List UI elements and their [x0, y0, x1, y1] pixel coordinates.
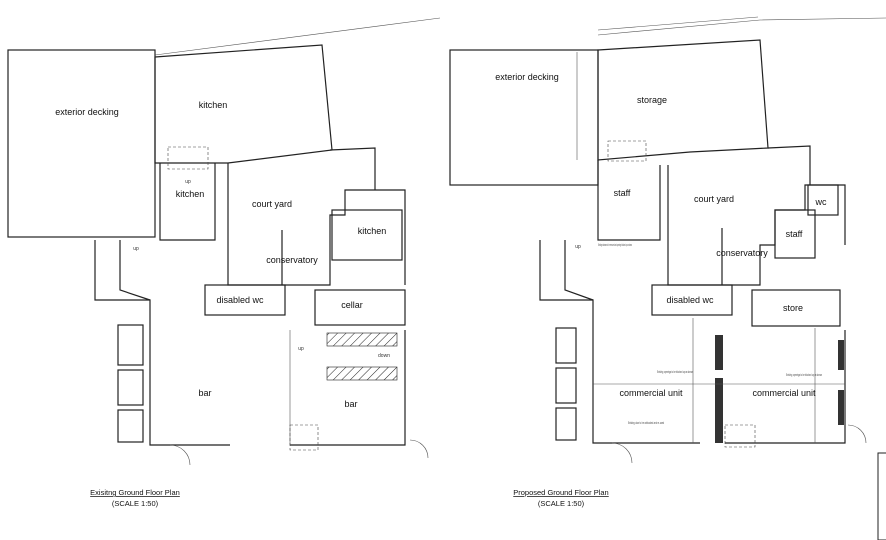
room-label-store: store: [783, 303, 803, 313]
cellar-room: [314, 289, 406, 326]
courtyard-wall-east: [767, 145, 811, 185]
staff-right-room: [774, 209, 816, 259]
room-label-court-yard: court yard: [694, 194, 734, 204]
door-swing: [409, 439, 429, 459]
stair-label-up: up: [575, 244, 581, 250]
bar-walls: [94, 240, 230, 446]
room-label-staff: staff: [614, 188, 631, 198]
courtyard-walls: [227, 163, 406, 286]
seating: [117, 324, 144, 443]
bar-counter-hatched: [326, 366, 398, 381]
boundary-line: [597, 17, 886, 36]
door-swing: [611, 442, 633, 464]
hatch-opening: [167, 146, 209, 170]
proposed-plan-scale: (SCALE 1:50): [538, 499, 585, 508]
room-label-exterior-decking: exterior decking: [55, 107, 119, 117]
existing-ground-floor-plan: exterior decking kitchen kitchen court y…: [7, 17, 441, 508]
proposed-plan-caption: Proposed Ground Floor Plan: [513, 488, 608, 497]
existing-plan-caption: Exisitng Ground Floor Plan: [90, 488, 180, 497]
room-label-staff: staff: [786, 229, 803, 239]
staff-room: [597, 160, 661, 241]
disabled-wc-room: [204, 284, 286, 316]
stair-label-up: up: [298, 346, 304, 352]
room-label-kitchen: kitchen: [176, 189, 205, 199]
stair-label-down: down: [378, 353, 390, 359]
dimension-line: [597, 16, 759, 31]
room-label-storage: storage: [637, 95, 667, 105]
existing-plan-scale: (SCALE 1:50): [112, 499, 159, 508]
note-openings: Existing openings to be blocked up as sh…: [786, 373, 822, 377]
note-openings: Existing openings to be blocked up as sh…: [657, 370, 693, 374]
storage-room: [597, 39, 769, 161]
disabled-wc-room: [651, 284, 733, 316]
courtyard-walls: [667, 165, 846, 286]
seating: [555, 327, 577, 441]
kitchen-main-room: [154, 44, 333, 164]
stair-walls: [119, 240, 151, 301]
door-swing: [169, 444, 191, 466]
store-room: [751, 289, 841, 327]
room-label-cellar: cellar: [341, 300, 363, 310]
door-swing: [847, 424, 867, 444]
blocked-opening: [838, 390, 844, 425]
exterior-decking-area: [449, 49, 599, 186]
room-label-kitchen: kitchen: [199, 100, 228, 110]
room-label-commercial-unit: commercial unit: [752, 388, 816, 398]
blocked-opening: [715, 378, 723, 443]
room-label-court-yard: court yard: [252, 199, 292, 209]
blocked-opening: [838, 340, 844, 370]
proposed-ground-floor-plan: exterior decking storage staff court yar…: [449, 16, 886, 508]
room-label-conservatory: conservatory: [716, 248, 768, 258]
boundary-line: [154, 17, 441, 56]
unit-right-walls: [725, 330, 846, 444]
entrance-landing: [289, 424, 319, 451]
room-label-exterior-decking: exterior decking: [495, 72, 559, 82]
wc-room: [807, 184, 839, 216]
title-block: [877, 452, 886, 540]
entrance-landing: [724, 424, 756, 448]
room-label-disabled-wc: disabled wc: [216, 295, 264, 305]
bar-right-walls: [290, 330, 406, 446]
unit-walls: [539, 240, 700, 444]
room-label-kitchen: kitchen: [358, 226, 387, 236]
stair-label-up: up: [133, 246, 139, 252]
courtyard-wall-east: [329, 147, 376, 190]
stair-label-up: up: [185, 179, 191, 185]
hatch-opening: [607, 140, 647, 162]
note-staircase: Existing staircase to be removed and ope…: [598, 243, 632, 247]
kitchen-small-room: [159, 163, 216, 241]
stair-walls: [564, 240, 594, 301]
room-label-disabled-wc: disabled wc: [666, 295, 714, 305]
kitchen-side-room: [331, 209, 403, 261]
bar-counter-hatched: [326, 332, 398, 347]
room-label-commercial-unit: commercial unit: [619, 388, 683, 398]
note-door: Existing door to be unblocked and re-use…: [628, 421, 664, 425]
blocked-opening: [715, 335, 723, 370]
room-label-bar: bar: [344, 399, 357, 409]
room-label-wc: wc: [815, 197, 827, 207]
room-label-bar: bar: [198, 388, 211, 398]
exterior-decking-area: [7, 49, 156, 238]
room-label-conservatory: conservatory: [266, 255, 318, 265]
